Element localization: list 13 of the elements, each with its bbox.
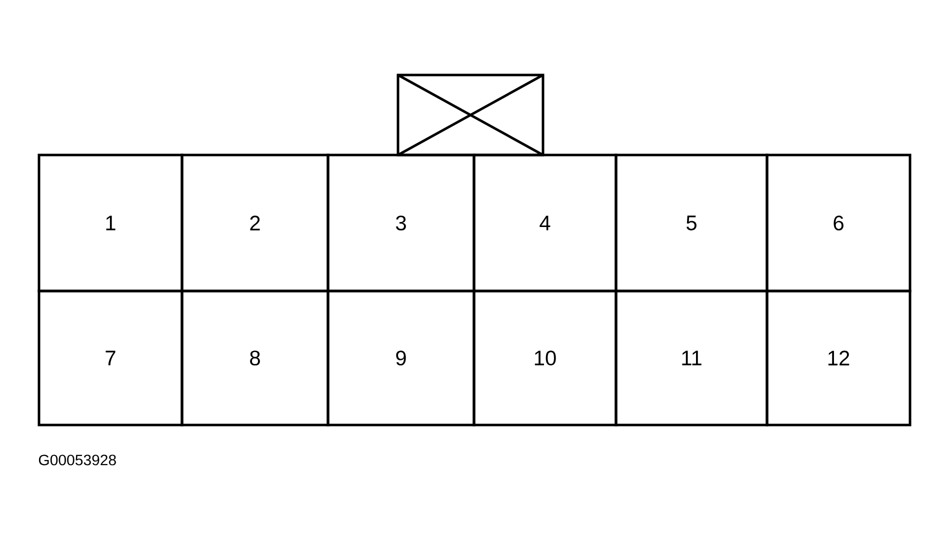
pin-cell: 7 xyxy=(38,290,184,426)
pin-cell: 2 xyxy=(180,154,330,292)
pin-cell: 5 xyxy=(614,154,768,292)
pin-cell: 4 xyxy=(472,154,618,292)
pin-cell: 1 xyxy=(38,154,184,292)
pin-cell: 11 xyxy=(614,290,768,426)
pin-cell: 6 xyxy=(766,154,912,292)
figure-code: G00053928 xyxy=(38,454,116,466)
pin-cell: 12 xyxy=(766,290,912,426)
pin-cell: 10 xyxy=(472,290,618,426)
pin-cell: 3 xyxy=(326,154,476,292)
pin-cell: 9 xyxy=(326,290,476,426)
pin-cell: 8 xyxy=(180,290,330,426)
